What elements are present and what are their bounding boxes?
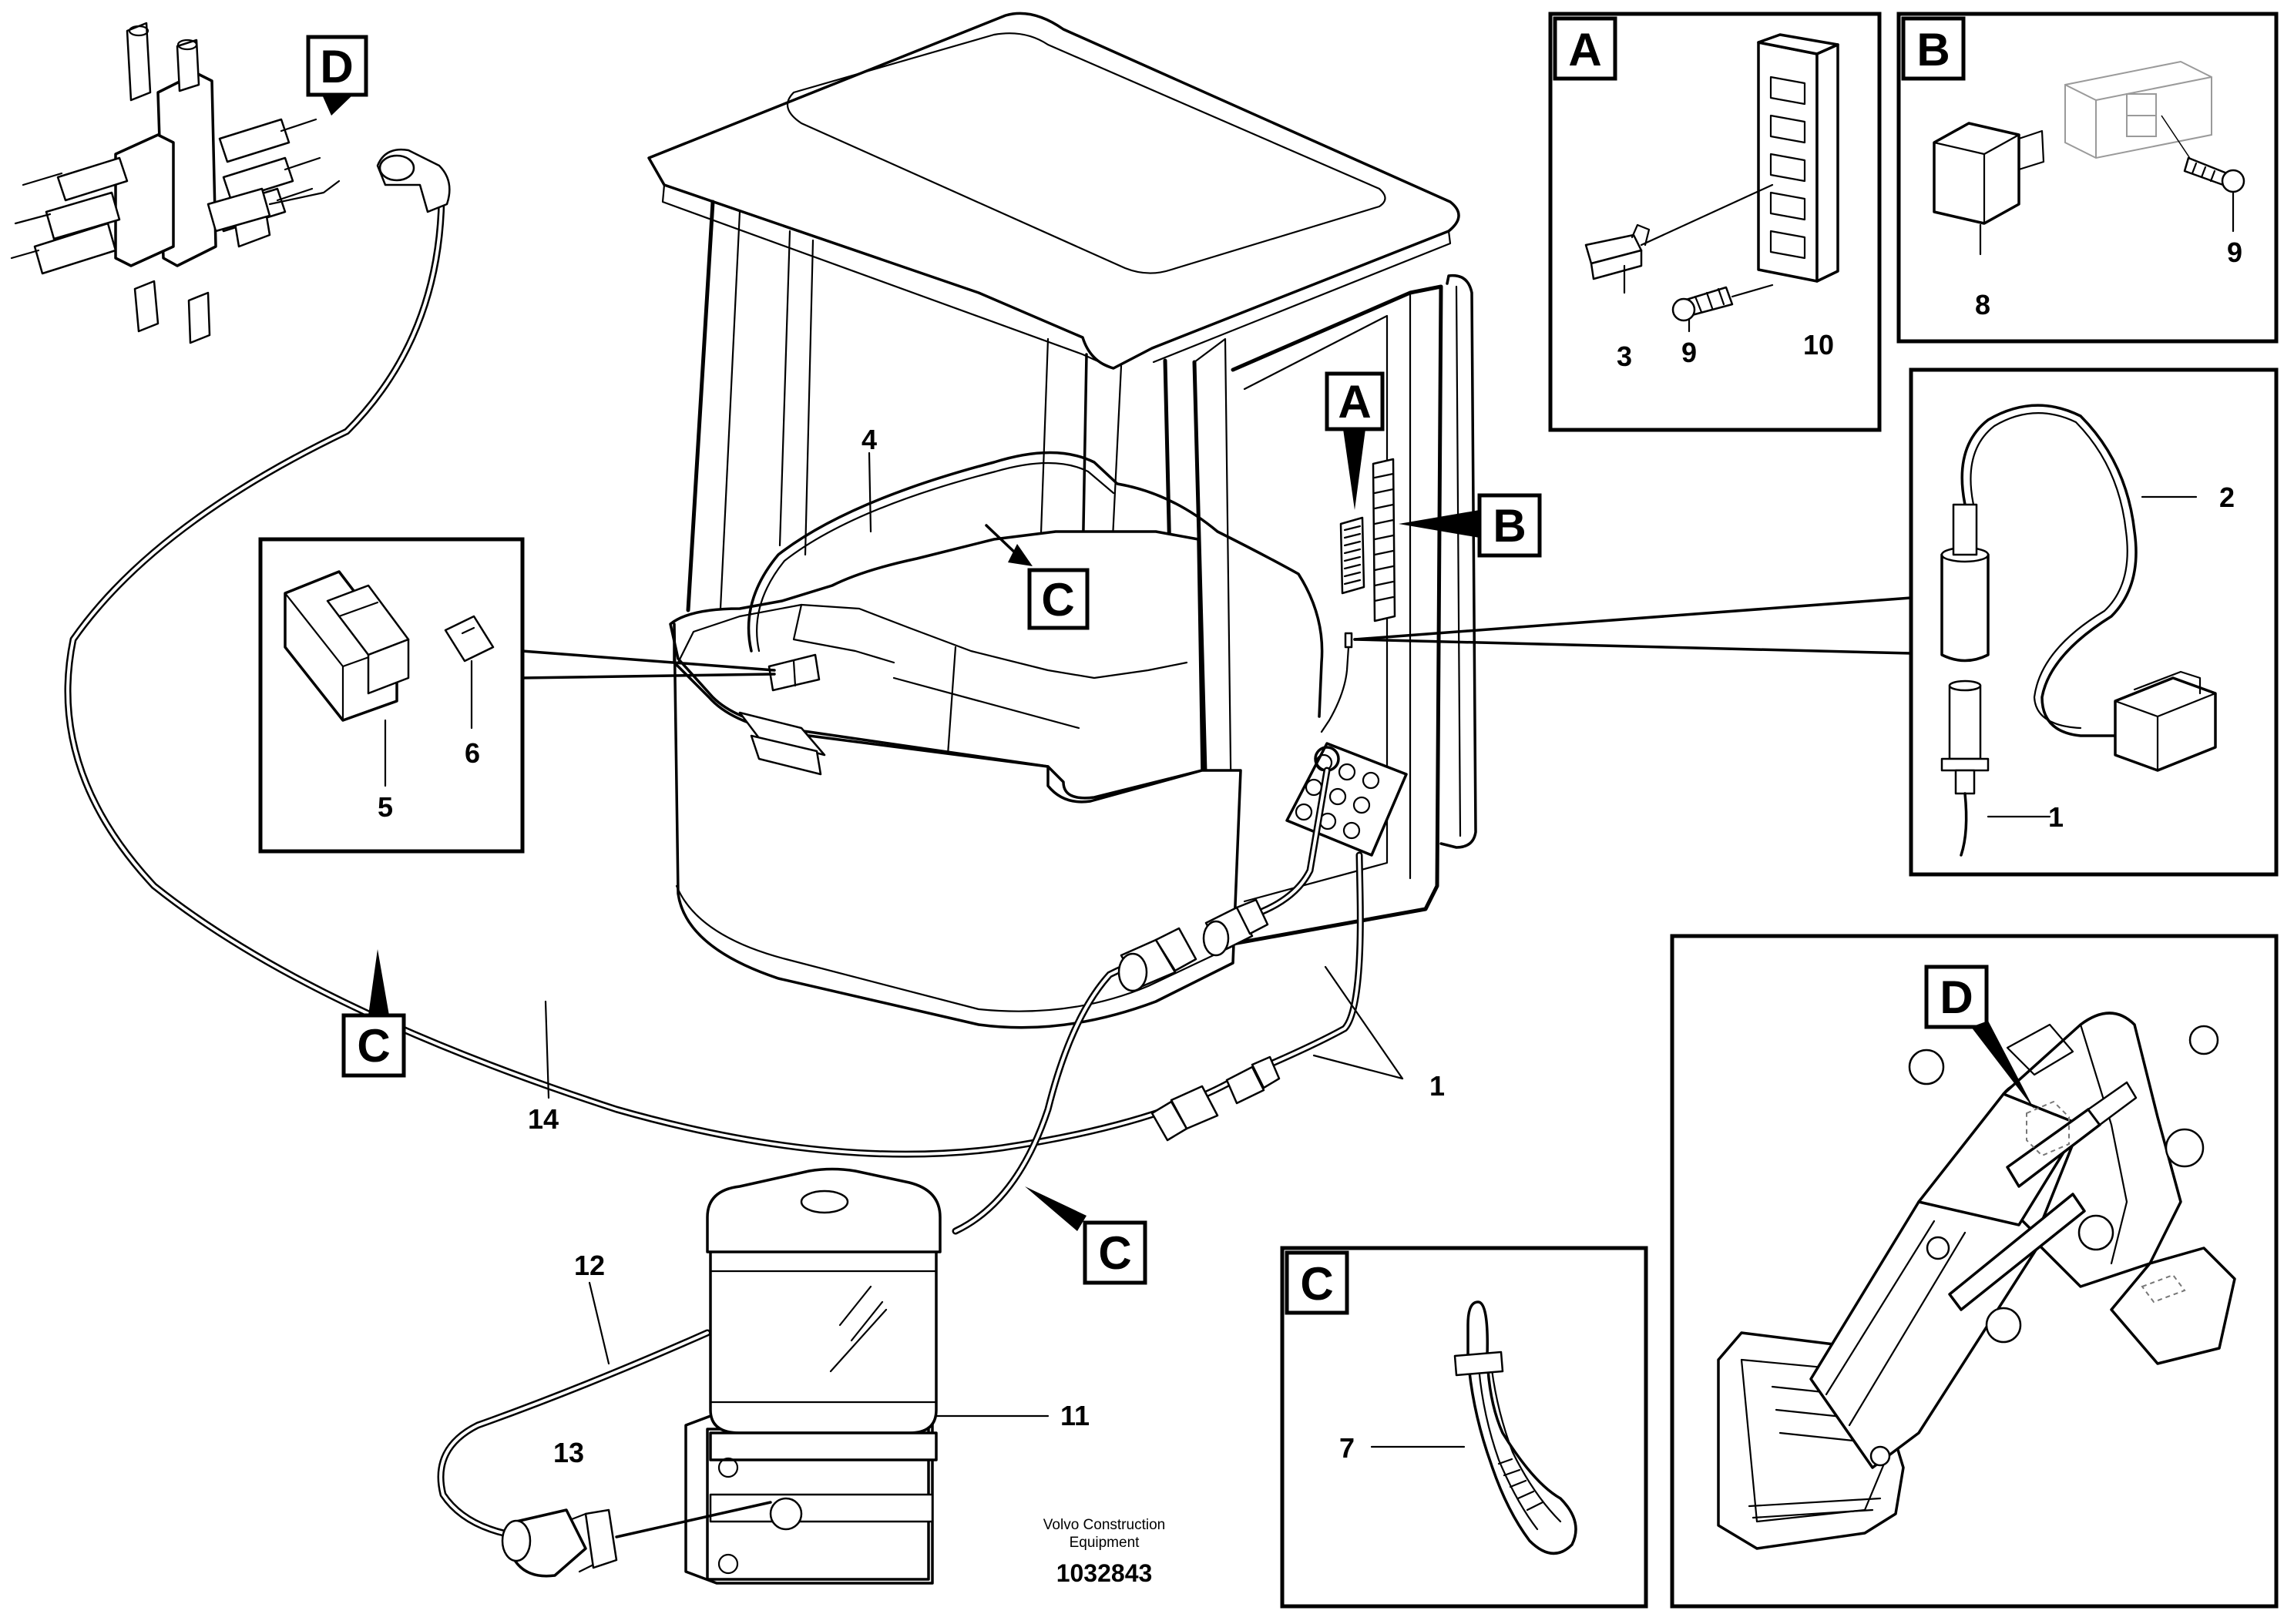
callout-C-line1: C (1025, 1186, 1147, 1285)
callout-letter-D: D (320, 41, 353, 92)
callout-letter-D-machine: D (1940, 971, 1973, 1023)
company-name-line2: Equipment (1070, 1535, 1140, 1551)
part-number-14: 14 (528, 1103, 559, 1135)
part-number-5: 5 (378, 791, 393, 823)
part-number-6: 6 (465, 737, 480, 769)
company-name-line1: Volvo Construction (1043, 1517, 1165, 1533)
distribution-valve-block (10, 22, 451, 344)
line-1-upper (952, 767, 1331, 1235)
inline-connector-1 (1150, 1055, 1281, 1142)
callout-D-machine: D (1924, 965, 2034, 1109)
callout-letter-C-hose: C (357, 1020, 390, 1072)
part-number-1-main: 1 (1429, 1070, 1445, 1102)
number-leaders (544, 264, 1691, 1418)
part-number-10: 10 (1803, 329, 1834, 361)
detail-box-sensor (1909, 367, 2279, 877)
callout-letter-A-cab: A (1338, 376, 1371, 428)
callout-B-cab: B (1399, 493, 1542, 558)
callout-D-top: D (306, 35, 368, 116)
detail-box-B (1896, 12, 2279, 344)
part-number-11: 11 (1060, 1400, 1090, 1431)
part-number-3: 3 (1617, 341, 1632, 372)
elbow-fitting-13 (501, 1508, 618, 1578)
hose-14 (64, 195, 1364, 1158)
part-number-9-boxB: 9 (2227, 237, 2242, 268)
detail-box-D (1670, 934, 2279, 1609)
detail-letter-B: B (1916, 24, 1950, 75)
callout-letter-C-cab: C (1041, 574, 1074, 626)
detail-letter-C: C (1300, 1258, 1333, 1310)
callout-C-hose14: C (341, 949, 406, 1078)
callout-C-cab: C (985, 524, 1090, 630)
callout-A-cab: A (1325, 371, 1385, 510)
part-number-12: 12 (574, 1250, 605, 1281)
detail-leaders (520, 596, 1913, 679)
callout-letter-C-line: C (1098, 1227, 1131, 1279)
part-number-1-detail: 1 (2048, 801, 2064, 833)
part-number-2: 2 (2219, 481, 2235, 513)
lubrication-pump-11 (684, 1167, 942, 1585)
part-number-7: 7 (1339, 1432, 1355, 1464)
detail-box-C (1280, 1246, 1648, 1609)
operator-cab (647, 12, 1477, 1029)
part-number-9-boxA: 9 (1681, 337, 1697, 368)
detail-letter-A: A (1568, 24, 1601, 75)
part-number-13: 13 (553, 1437, 584, 1468)
drawing-number: 1032843 (1056, 1559, 1153, 1587)
line-12 (437, 1329, 772, 1578)
detail-box-switch (258, 537, 525, 854)
part-number-labels: 4 5 6 14 1 12 11 13 3 9 10 8 9 2 1 7 (378, 237, 2242, 1468)
part-number-4: 4 (862, 424, 877, 455)
footer: Volvo Construction Equipment 1032843 (1043, 1517, 1165, 1587)
part-number-8: 8 (1975, 289, 1990, 320)
detail-box-A (1548, 12, 1882, 432)
callout-letter-B-cab: B (1493, 500, 1526, 552)
